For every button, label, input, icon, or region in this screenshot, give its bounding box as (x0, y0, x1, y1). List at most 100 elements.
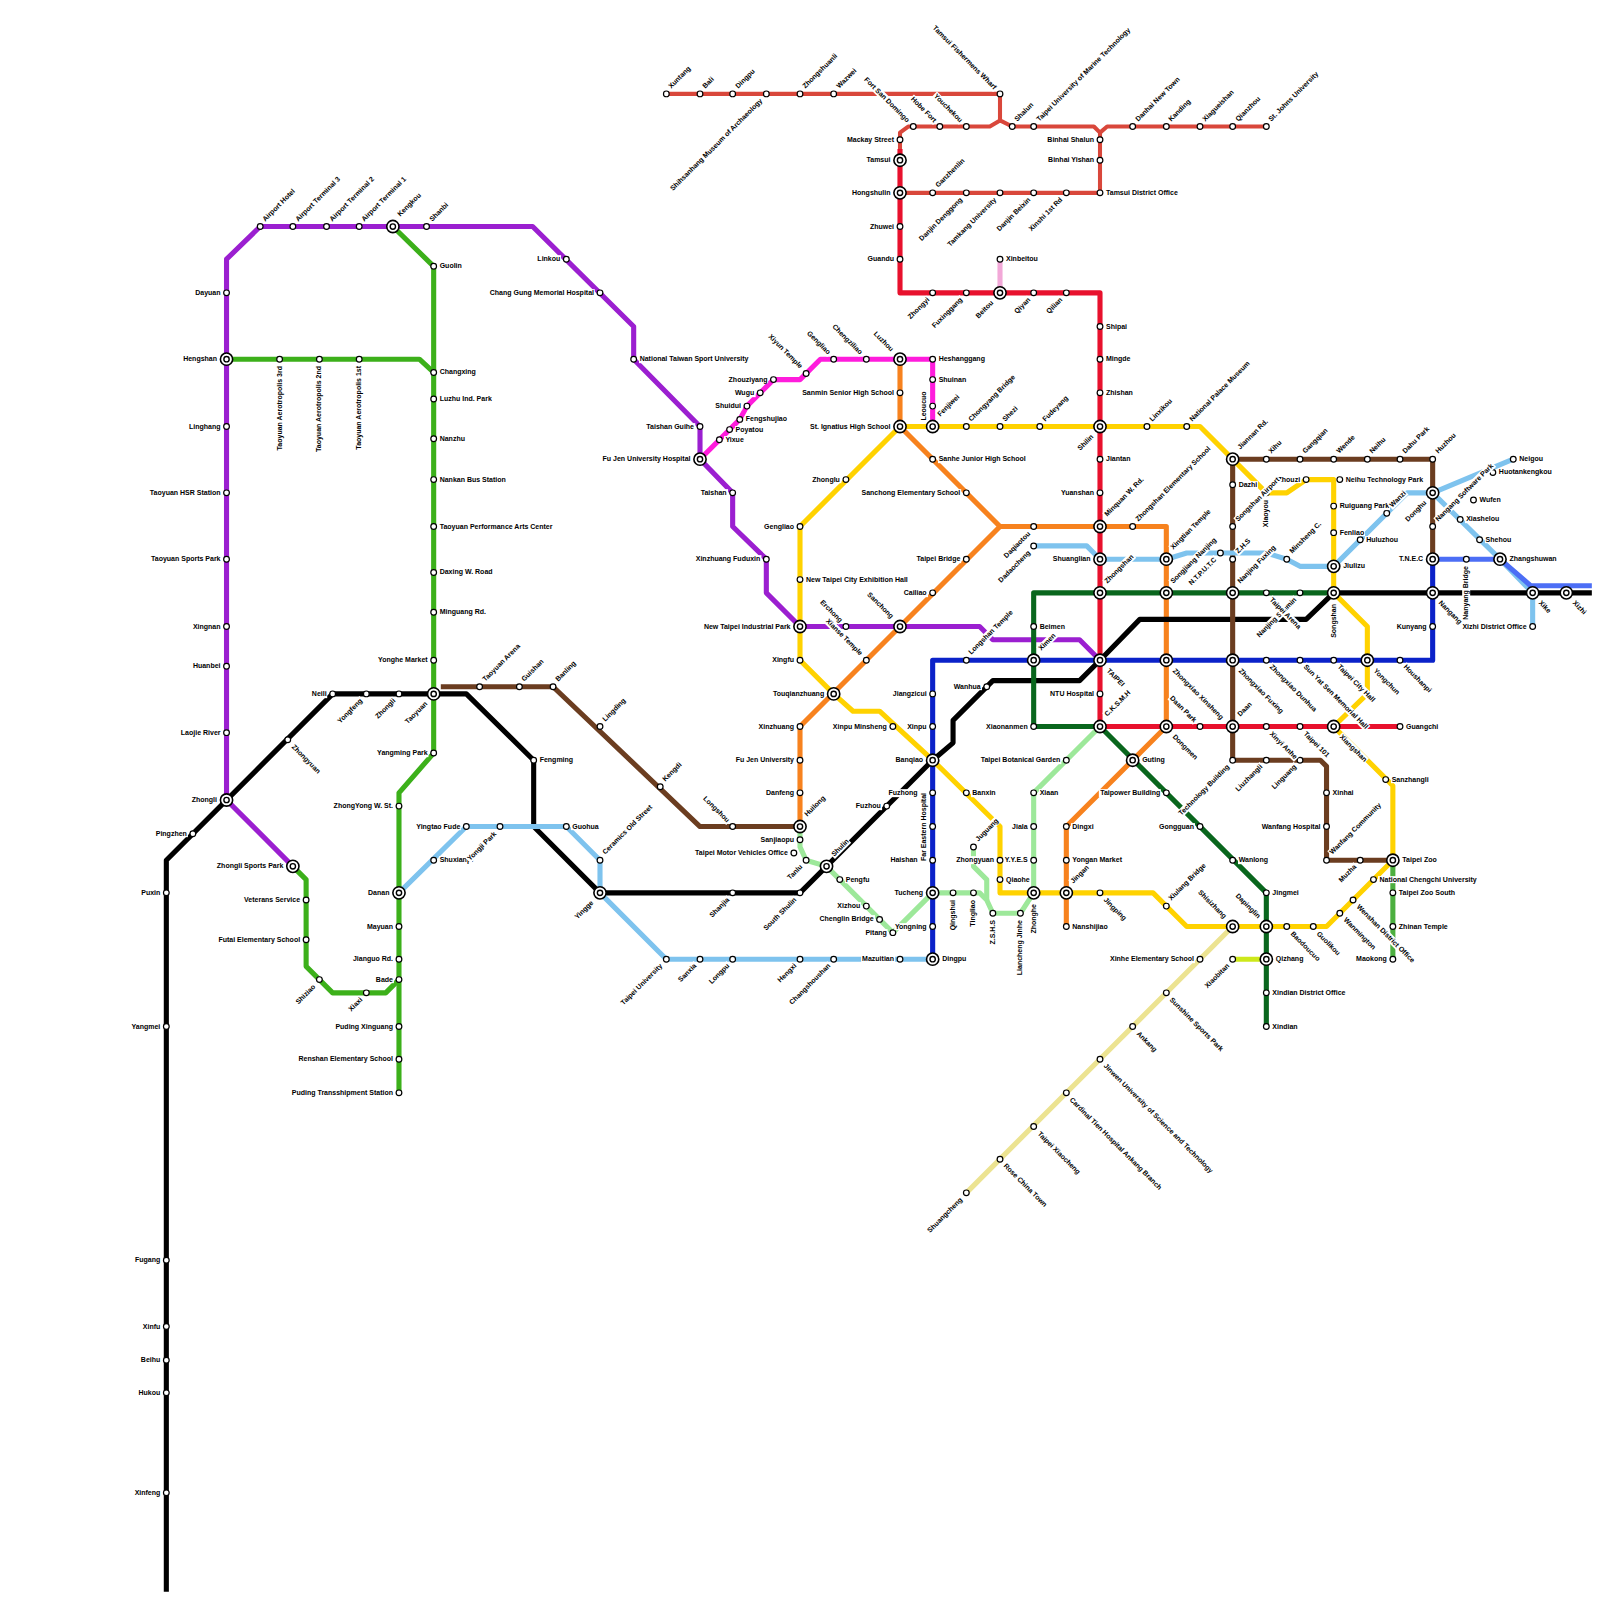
station-dot (1457, 517, 1463, 523)
station-dot (224, 424, 230, 430)
station-label: Gongguan (1158, 823, 1195, 831)
station-dot (897, 224, 903, 230)
station-dot (324, 224, 330, 230)
station-label: Beihu (140, 1356, 161, 1364)
interchange-ring (594, 887, 606, 899)
station-label: Nangang Software Park (1433, 461, 1495, 523)
interchange-ring (1328, 720, 1340, 732)
station-dot (1263, 724, 1269, 730)
station-label: Taipei Botanical Garden (980, 756, 1062, 764)
station-dot (1230, 757, 1236, 763)
station-dot (277, 356, 283, 362)
station-dot (730, 490, 736, 496)
station-label: Longpu (706, 961, 731, 986)
station-label: Taishan (700, 489, 728, 497)
station-label: Longshou (701, 793, 732, 824)
station-dot (163, 1490, 169, 1496)
station-dot (1384, 510, 1390, 516)
station-label: Hengshan (182, 355, 218, 363)
station-label: Far Eastern Hospital (920, 791, 928, 861)
station-label: Shanbi (427, 200, 450, 223)
station-label: Ankang (1134, 1029, 1159, 1054)
station-dot (1263, 657, 1269, 663)
station-dot (884, 803, 890, 809)
metro-lines-group (166, 94, 1592, 1592)
station-label: Zhongyuan (955, 856, 995, 864)
station-dot (1230, 524, 1236, 530)
interchange-ring (894, 620, 906, 632)
interchange-dot (1564, 590, 1569, 595)
interchange-dot (1230, 924, 1235, 929)
station-label: Shezi (1000, 403, 1020, 423)
station-label: Zhongli (191, 796, 218, 804)
station-dot (1263, 124, 1269, 130)
station-dot (963, 790, 969, 796)
station-dot (697, 424, 703, 430)
station-dot (843, 624, 849, 630)
station-dot (910, 124, 916, 130)
station-dot (997, 857, 1003, 863)
station-label: Luzhou (871, 329, 895, 353)
station-label: Huluzhou (1365, 536, 1399, 544)
station-dot (897, 256, 903, 262)
station-dot (1031, 543, 1037, 549)
station-label: Hongshulin (851, 189, 892, 197)
station-dot (897, 137, 903, 143)
station-dot (396, 691, 402, 697)
station-label: Xinpu Minsheng (832, 723, 888, 731)
interchange-dot (1097, 424, 1102, 429)
station-dot (317, 356, 323, 362)
station-dot (1337, 477, 1343, 483)
station-label: Xuntang (667, 64, 694, 91)
station-dot (431, 263, 437, 269)
station-label: Dahu Park (1400, 425, 1431, 456)
station-label: Jinwen University of Science and Technol… (1101, 1061, 1215, 1175)
station-dot (1324, 790, 1330, 796)
station-label: Xinpu (906, 723, 927, 731)
station-dot (1097, 356, 1103, 362)
station-label: Dingpu (733, 67, 757, 91)
station-label: Xiyun Temple (766, 333, 805, 372)
station-dot (563, 256, 569, 262)
station-dot (763, 91, 769, 97)
interchange-dot (1331, 724, 1336, 729)
station-dot (1357, 857, 1363, 863)
station-dot (1197, 724, 1203, 730)
station-label: Linguang (1270, 762, 1299, 791)
interchange-ring (1227, 920, 1239, 932)
station-dot (1383, 777, 1389, 783)
station-label: Cailiao (903, 589, 928, 597)
station-dot (1230, 482, 1236, 488)
station-label: Xizhi (1570, 599, 1588, 617)
interchange-ring (1227, 654, 1239, 666)
station-label: Sanxia (676, 961, 699, 984)
station-dot (1097, 691, 1103, 697)
station-dot (963, 657, 969, 663)
station-dot (631, 356, 637, 362)
station-label: Shilin (1076, 432, 1096, 452)
station-label: Guandu (867, 255, 895, 263)
station-dot (396, 1090, 402, 1096)
station-dot (317, 977, 323, 983)
interchange-ring (1387, 854, 1399, 866)
station-label: Neili (311, 690, 328, 698)
station-label: Yongan Market (1071, 856, 1123, 864)
station-dot (1263, 590, 1269, 596)
station-dot (717, 437, 723, 443)
station-dot (963, 124, 969, 130)
station-dot (930, 924, 936, 930)
station-label: Fenliao (1339, 529, 1366, 537)
station-dot (1097, 390, 1103, 396)
station-label: Shipai (1105, 323, 1128, 331)
station-label: Kanding (1167, 97, 1194, 124)
station-dot (224, 624, 230, 630)
station-dot (396, 1056, 402, 1062)
station-label: Fuzhong (887, 789, 918, 797)
station-dot (837, 877, 843, 883)
interchange-ring (994, 287, 1006, 299)
metro-line (1433, 559, 1592, 586)
interchange-ring (1094, 587, 1106, 599)
station-label: Shiziao (294, 982, 318, 1006)
station-dot (1031, 1124, 1037, 1130)
interchange-ring (1427, 553, 1439, 565)
